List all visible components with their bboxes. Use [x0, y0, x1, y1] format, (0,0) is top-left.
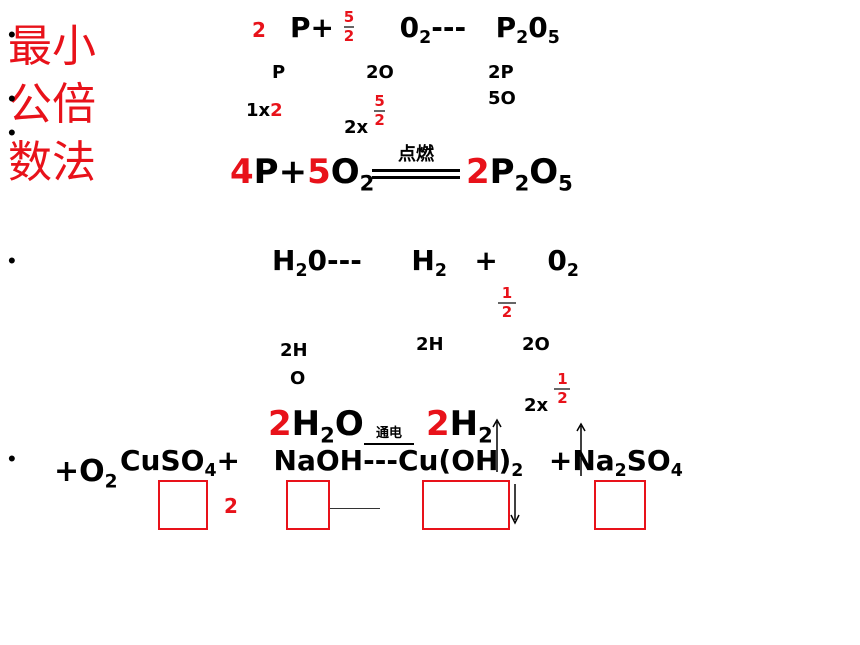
equation-p-balanced: 4P+5O2 [230, 152, 375, 196]
method-title-line2: 公倍 [8, 79, 96, 130]
method-title-line1: 最小 [8, 21, 96, 72]
equation-water-balanced-product: 2H2 [426, 404, 493, 448]
label-2o: 2O [366, 62, 394, 83]
mult-2x-5-2: 2x 5 2 [344, 92, 385, 138]
eq1-p-plus: P+ [290, 11, 334, 44]
method-title: 最小 公倍 数法 [8, 18, 96, 192]
mult-2x-1-2: 2x 1 2 [524, 372, 571, 416]
coefficient-box-2[interactable] [286, 480, 330, 530]
connector-line [330, 508, 380, 509]
coef-2-top: 2 [252, 18, 266, 42]
label-2o: 2O [522, 334, 550, 355]
method-title-line3: 数法 [8, 137, 96, 188]
mult-fraction-5-2: 5 2 [374, 92, 385, 129]
bullet-5: • [8, 446, 16, 471]
reaction-condition-electrolysis: 通电 [364, 426, 414, 445]
reaction-condition-ignite: 点燃 [372, 144, 460, 179]
label-2p: 2P [488, 62, 514, 83]
equation-p-balanced-product: 2P2O5 [466, 152, 573, 196]
up-arrow-icon [576, 422, 586, 476]
equation-water-balanced: 2H2O [268, 404, 364, 448]
eq1-dashes: --- [431, 11, 467, 44]
label-5o: 5O [488, 88, 516, 109]
coefficient-box-3[interactable] [422, 480, 510, 530]
label-2h-right: 2H [416, 334, 444, 355]
equation-o2-fragment: +O2 [54, 454, 118, 493]
bullet-2: • [8, 86, 16, 111]
box-coefficient-2: 2 [224, 494, 238, 518]
equation-water-unbalanced: H20--- H2 + 02 [272, 244, 579, 282]
label-2h-left: 2H [280, 340, 308, 361]
eq1-o2: 02 [399, 11, 432, 49]
gas-arrow-icon [492, 418, 502, 472]
fraction-5-2: 5 2 [343, 8, 355, 45]
bullet-4: • [8, 248, 16, 273]
fraction-1-2: 1 2 [498, 286, 516, 321]
bullet-1: • [8, 22, 16, 47]
mult-1x2: 1x2 [246, 100, 283, 121]
coefficient-box-1[interactable] [158, 480, 208, 530]
coefficient-box-4[interactable] [594, 480, 646, 530]
precipitate-arrow-icon [510, 484, 520, 525]
eq1-p2o5: P205 [495, 11, 560, 49]
equation-cuso4: CuSO4+ NaOH---Cu(OH)2 +Na2SO4 [120, 444, 683, 482]
bullet-3: • [8, 120, 16, 145]
equation-p-unbalanced: P+ 5 2 02--- P205 [290, 8, 560, 49]
label-o-left: O [290, 368, 306, 389]
mult-fraction-1-2: 1 2 [554, 372, 571, 406]
label-p: P [272, 62, 286, 83]
